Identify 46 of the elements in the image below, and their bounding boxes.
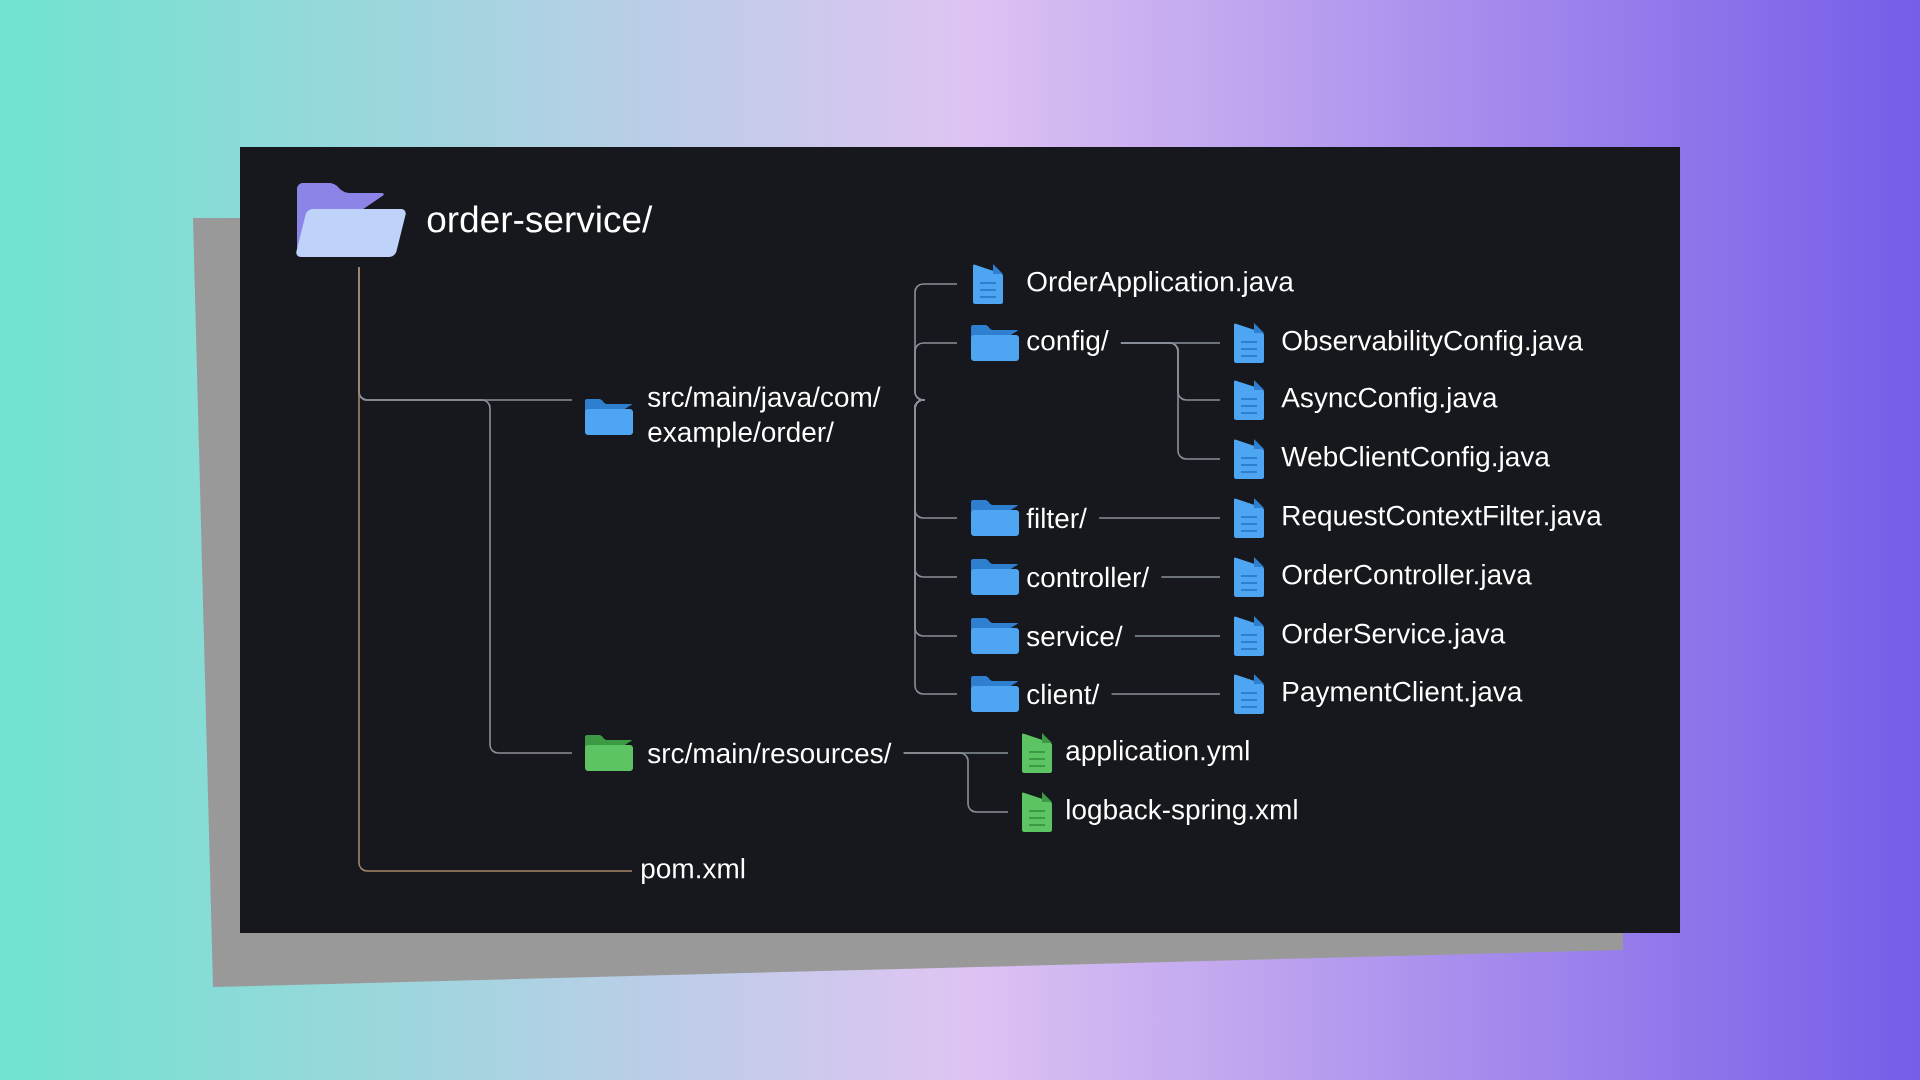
node-label: AsyncConfig.java: [1281, 386, 1498, 414]
node-label: ObservabilityConfig.java: [1282, 329, 1584, 357]
file-item: PaymentClient.java: [1234, 674, 1523, 714]
node-label: src/main/java/com/ example/order/: [647, 386, 881, 448]
node-label: order-service/: [427, 205, 653, 233]
file-item: AsyncConfig.java: [1234, 380, 1498, 420]
folder-item: config/: [971, 325, 1109, 361]
folder-item: src/main/resources/: [585, 735, 892, 771]
node-label: PaymentClient.java: [1283, 680, 1523, 708]
tree-line: [914, 342, 958, 401]
folder-item: src/main/java/com/ example/order/: [585, 386, 881, 448]
node-label: service/: [1027, 625, 1123, 647]
node-label: WebClientConfig.java: [1281, 445, 1550, 473]
folder-item: order-service/: [296, 183, 653, 257]
node-label: client/: [1027, 683, 1100, 705]
folder-item: filter/: [971, 500, 1087, 536]
tree-line: [902, 752, 1009, 813]
tree-line: [1120, 342, 1221, 460]
file-item: OrderService.java: [1234, 616, 1506, 656]
file-item: OrderController.java: [1234, 557, 1532, 597]
tree-line: [358, 266, 633, 872]
node-label: OrderController.java: [1282, 563, 1532, 591]
file-item: ObservabilityConfig.java: [1234, 323, 1584, 363]
node-label: application.yml: [1066, 739, 1249, 767]
node-label: config/: [1027, 329, 1109, 357]
tree-line: [1160, 576, 1221, 578]
file-item: RequestContextFilter.java: [1234, 498, 1602, 538]
node-label: src/main/resources/: [647, 742, 892, 764]
node-label: OrderService.java: [1282, 622, 1506, 650]
tree-line: [914, 399, 958, 695]
node-label: filter/: [1026, 507, 1087, 529]
folder-item: service/: [971, 618, 1123, 654]
file-item: application.yml: [1022, 733, 1249, 773]
node-label: controller/: [1027, 566, 1150, 588]
file-item: WebClientConfig.java: [1234, 439, 1550, 479]
node-label: logback-spring.xml: [1067, 798, 1297, 826]
file-item: OrderApplication.java: [973, 264, 1294, 304]
node-label: RequestContextFilter.java: [1283, 504, 1602, 532]
tree-line: [1098, 517, 1221, 519]
file-item: pom.xml: [642, 857, 745, 885]
tree-line: [1110, 693, 1221, 695]
tree-line: [1134, 635, 1221, 637]
node-label: OrderApplication.java: [1027, 270, 1294, 298]
file-item: logback-spring.xml: [1022, 792, 1297, 832]
folder-item: client/: [971, 676, 1100, 712]
folder-item: controller/: [971, 559, 1150, 595]
